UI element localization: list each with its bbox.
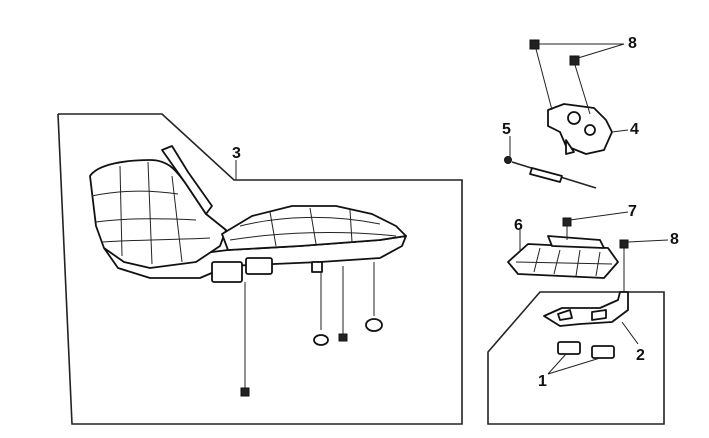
callouts: 3 8 4 5 7 6 8 2 1 (232, 35, 679, 390)
callout-2: 2 (636, 347, 645, 364)
callout-5: 5 (502, 121, 511, 138)
carrier-rack (507, 235, 619, 279)
lock-cable (504, 156, 597, 189)
seat-bolt (240, 387, 250, 397)
seat-hardware (240, 262, 383, 397)
seat-stitch-lines (91, 161, 397, 265)
callout-4: 4 (630, 121, 639, 138)
seat-lock (547, 103, 613, 155)
seat-group-frame (57, 113, 463, 425)
seat-mount-rear (245, 257, 273, 275)
callout-1: 1 (538, 373, 547, 390)
bolt-icon (562, 217, 572, 227)
callout-8-lower: 8 (670, 231, 679, 248)
leader-lines (235, 43, 669, 375)
seat (89, 145, 407, 283)
lock-bolts (529, 39, 591, 115)
rubber-pad-left (557, 341, 581, 355)
bolt-icon (529, 39, 540, 50)
bolt-icon (619, 239, 629, 249)
rubber-bumper-left (313, 334, 329, 346)
bracket-group-frame (487, 291, 665, 425)
callout-3: 3 (232, 145, 241, 162)
callout-8-upper: 8 (628, 35, 637, 52)
bolt-icon (569, 55, 580, 66)
seat-mount-small (311, 261, 323, 273)
rubber-bumper-right (365, 318, 383, 332)
seat-mount-front (211, 261, 243, 283)
rubber-pad-right (591, 345, 615, 359)
rubber-pads (557, 341, 615, 359)
callout-7: 7 (628, 203, 637, 220)
callout-6: 6 (514, 217, 523, 234)
rubber-stud-center (338, 333, 348, 342)
seat-bracket (543, 291, 629, 327)
